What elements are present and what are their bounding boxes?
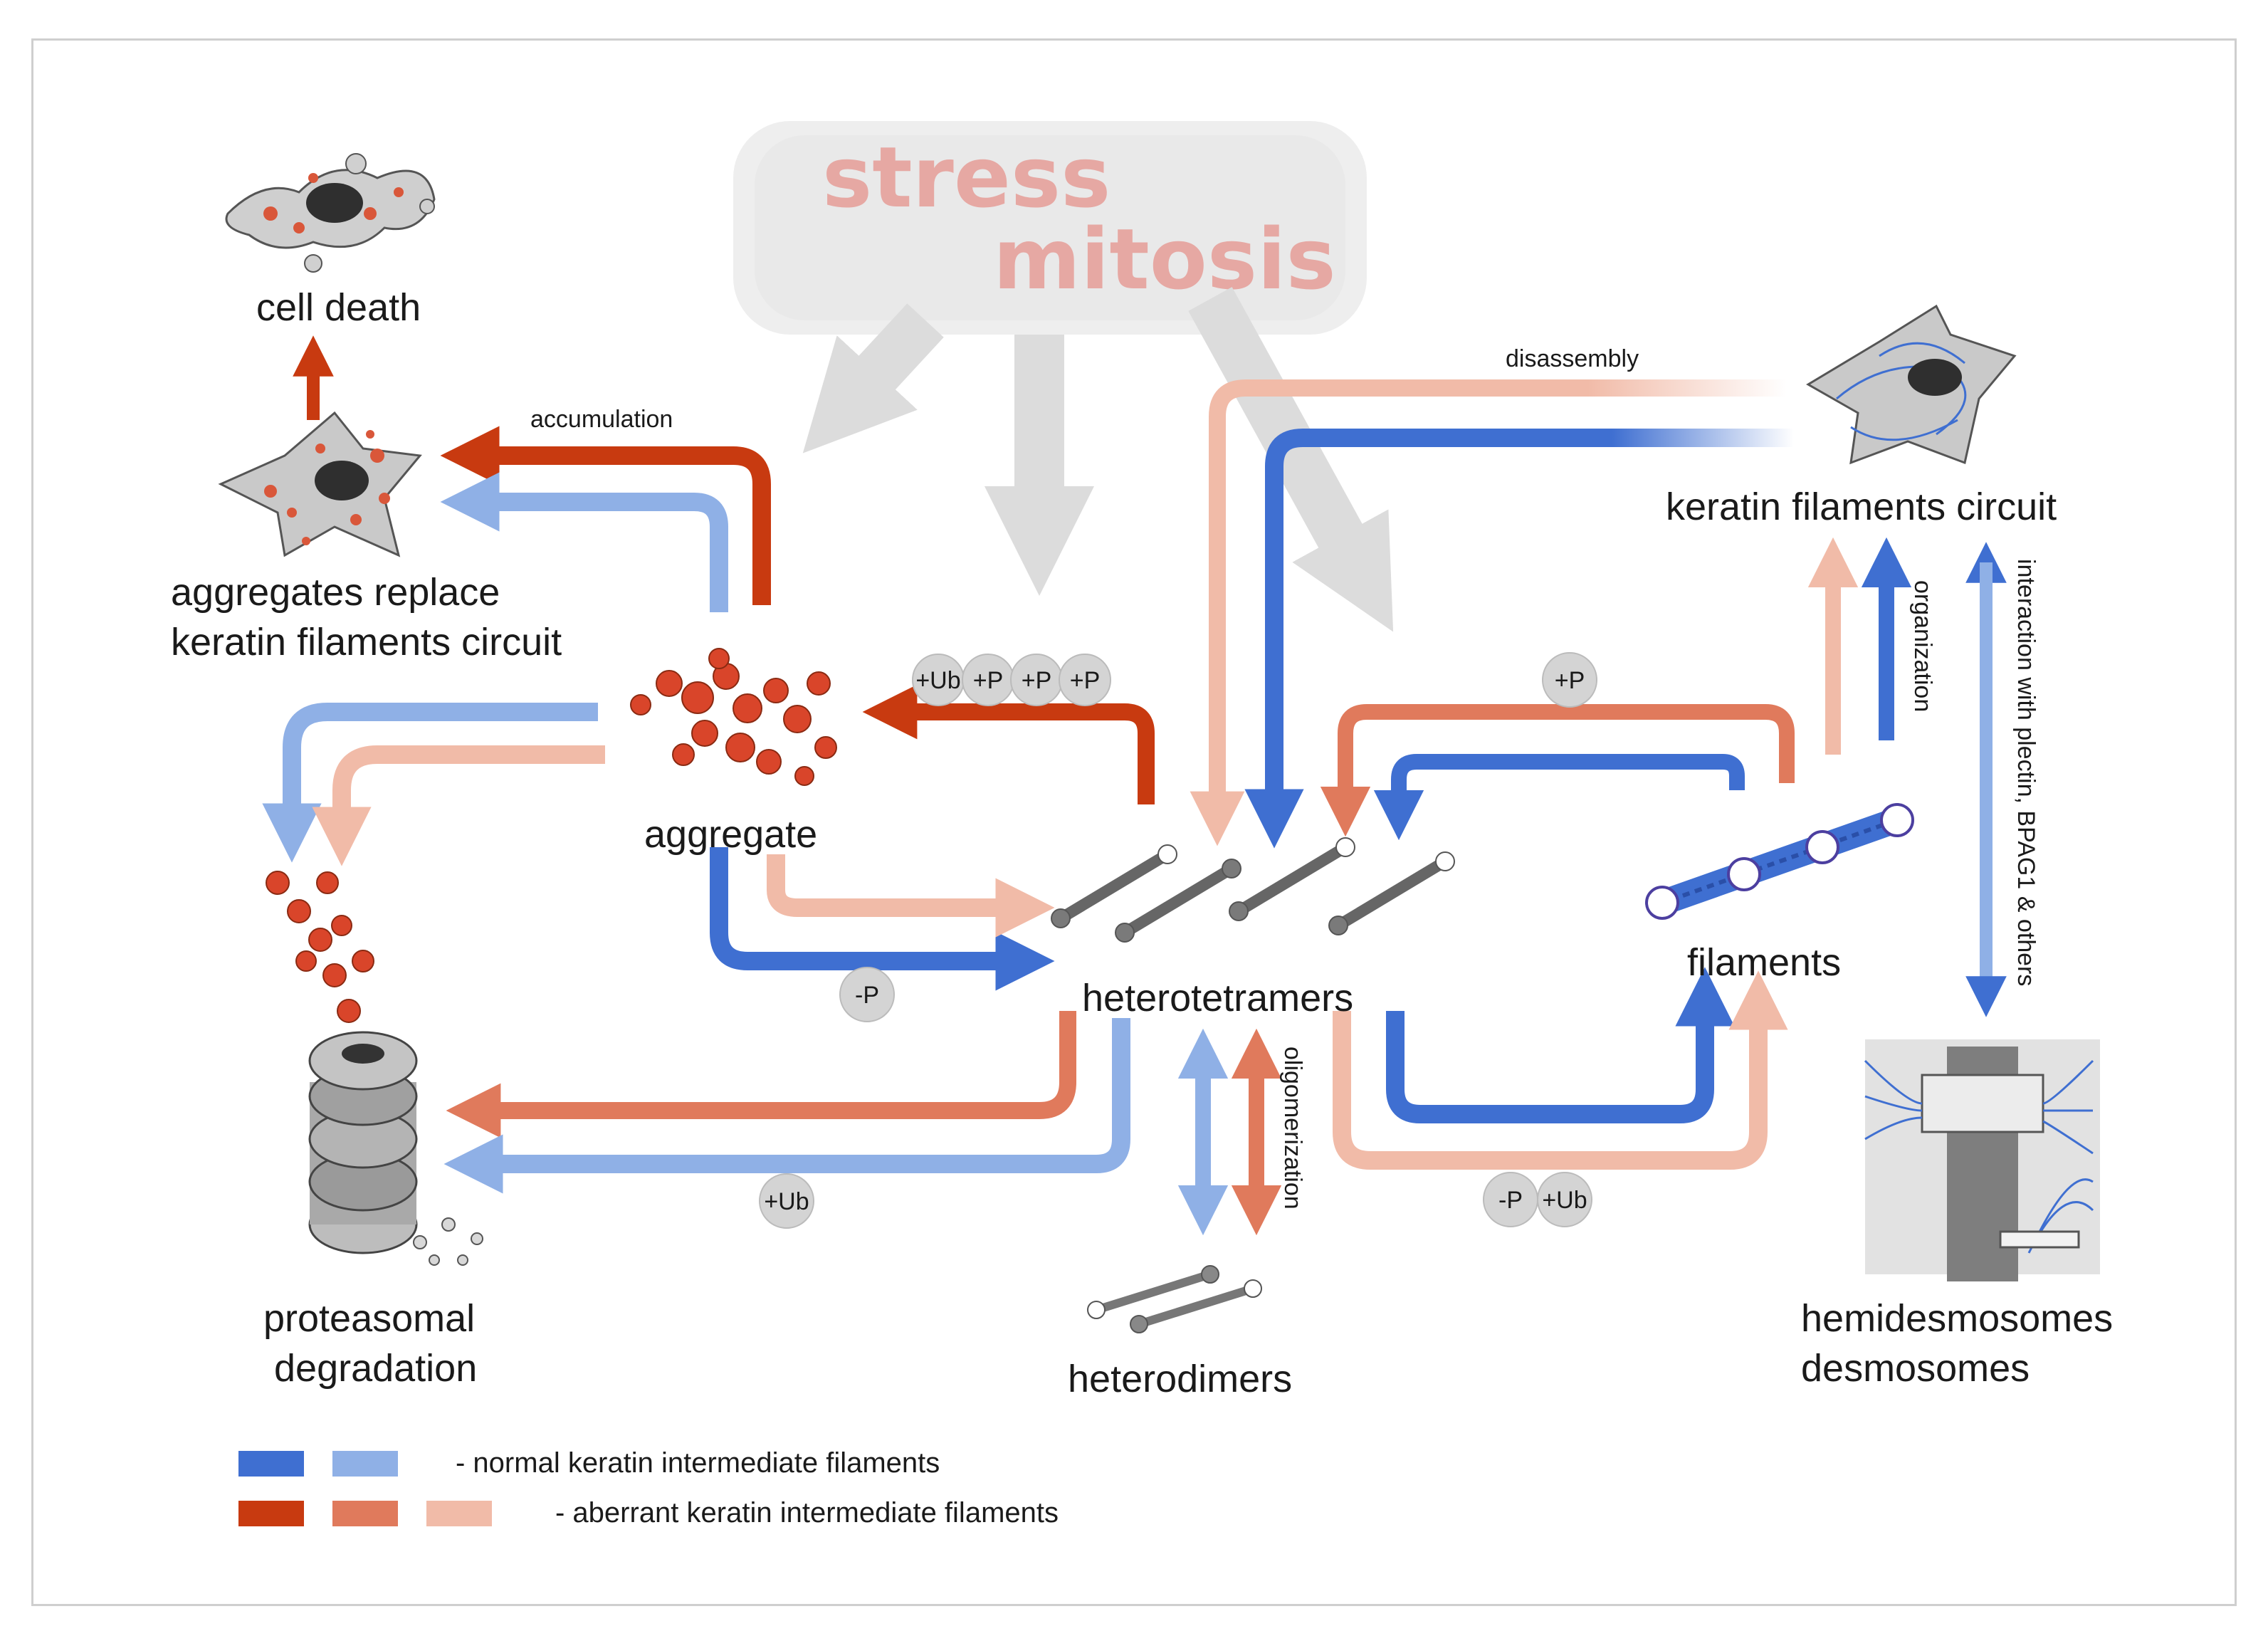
- arrow-heterotetramers-to-proteasome-red: [446, 1011, 1076, 1138]
- aggregate-label: aggregate: [644, 813, 817, 856]
- oligomerization-label: oligomerization: [1279, 1047, 1306, 1210]
- cell-death-label: cell death: [256, 286, 421, 329]
- aggregates-replace-label-1: aggregates replace: [171, 571, 500, 614]
- stress-mitosis-box: stress mitosis: [733, 121, 1367, 335]
- proteasomal-label-2: degradation: [274, 1347, 477, 1390]
- svg-text:+P: +P: [1555, 667, 1585, 694]
- badge-minus-p-plus-ub: -P +Ub: [1483, 1172, 1592, 1227]
- keratin-circuit-label: keratin filaments circuit: [1666, 486, 2057, 528]
- interaction-label: interaction with plectin, BPAG1 & others: [2012, 559, 2039, 986]
- arrow-heterotetramers-to-filaments-red: [1333, 970, 1788, 1170]
- stress-label: stress: [822, 128, 1111, 226]
- badge-group-ub-p: +Ub +P +P +P: [912, 654, 1111, 706]
- badge-ub: +Ub: [915, 667, 960, 694]
- legend-swatch-red-mid: [332, 1501, 398, 1526]
- arrow-heterotetramers-to-proteasome-blue: [443, 1018, 1130, 1194]
- legend-swatch-red-light: [426, 1501, 492, 1526]
- organization-label: organization: [1909, 580, 1936, 712]
- disassembly-label: disassembly: [1506, 345, 1639, 372]
- keratin-circuit-cell-icon: [1806, 304, 2017, 465]
- hemidesmosomes-label-1: hemidesmosomes: [1801, 1297, 2113, 1340]
- arrow-disassembly-blue: [1244, 429, 1794, 849]
- stress-arrow-to-aggregate: [802, 303, 944, 453]
- hemidesmosomes-label-2: desmosomes: [1801, 1347, 2030, 1390]
- dead-cell-icon: [225, 153, 436, 273]
- arrow-accumulation-blue: [440, 472, 728, 612]
- legend-aberrant-label: - aberrant keratin intermediate filament…: [555, 1497, 1059, 1528]
- arrow-heterotetramers-to-filaments-blue: [1386, 967, 1735, 1123]
- legend: - normal keratin intermediate filaments …: [238, 1447, 1059, 1528]
- svg-text:+Ub: +Ub: [764, 1188, 809, 1215]
- hemidesmosomes-icon: [1864, 1039, 2100, 1281]
- arrow-heterotetramers-to-aggregate: [862, 684, 1155, 804]
- heterotetramers-icon: [1051, 837, 1455, 943]
- badge-minus-p: -P: [839, 967, 895, 1022]
- legend-normal-label: - normal keratin intermediate filaments: [456, 1447, 940, 1479]
- arrow-disassembly-red: [1190, 379, 1787, 846]
- badge-p-1: +P: [973, 667, 1004, 694]
- heterodimers-icon: [1087, 1265, 1262, 1333]
- legend-swatch-blue-dark: [238, 1451, 304, 1477]
- badge-plus-ub: +Ub: [759, 1173, 814, 1229]
- svg-text:+Ub: +Ub: [1542, 1187, 1587, 1214]
- arrow-aggregate-to-proteasome-red: [312, 745, 605, 866]
- badge-p-2: +P: [1022, 667, 1052, 694]
- heterotetramers-label: heterotetramers: [1082, 977, 1353, 1019]
- arrow-filaments-to-heterotetramers-blue: [1373, 754, 1745, 841]
- arrow-aggregate-to-proteasome-blue: [262, 703, 598, 863]
- legend-swatch-red-dark: [238, 1501, 304, 1526]
- svg-text:-P: -P: [855, 982, 879, 1009]
- cell-with-aggregates-icon: [218, 411, 422, 557]
- badge-p-3: +P: [1070, 667, 1101, 694]
- proteasome-icon: [266, 871, 483, 1266]
- heterodimers-label: heterodimers: [1068, 1358, 1292, 1400]
- arrow-filaments-to-heterotetramers-red: [1320, 704, 1795, 837]
- filaments-icon: [1645, 803, 1914, 920]
- aggregate-cluster-icon: [630, 648, 837, 786]
- legend-swatch-blue-light: [332, 1451, 398, 1477]
- proteasomal-label-1: proteasomal: [263, 1297, 475, 1340]
- arrow-accumulation-red: [440, 426, 771, 605]
- accumulation-label: accumulation: [530, 406, 673, 433]
- svg-text:-P: -P: [1498, 1187, 1523, 1214]
- filaments-label: filaments: [1687, 941, 1841, 984]
- aggregates-replace-label-2: keratin filaments circuit: [171, 621, 562, 664]
- badge-plus-p: +P: [1542, 652, 1597, 708]
- arrow-aggregate-to-heterotetramers-blue: [710, 847, 1055, 991]
- arrow-aggregate-to-heterotetramers-red: [767, 854, 1055, 938]
- mitosis-label: mitosis: [993, 210, 1336, 308]
